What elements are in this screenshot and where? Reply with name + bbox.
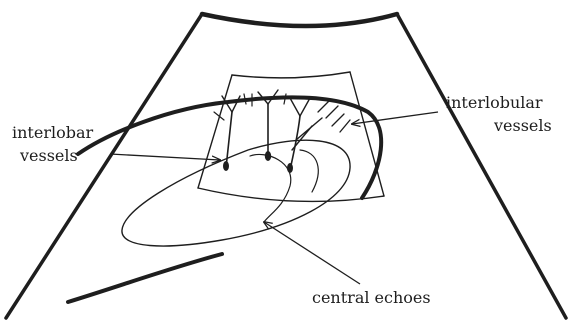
label-interlobar-line1: interlobar xyxy=(12,123,93,143)
vessel-spot xyxy=(265,151,271,161)
doppler-box-top xyxy=(232,72,350,78)
label-central-echoes: central echoes xyxy=(312,288,431,308)
sector-right-edge xyxy=(397,14,566,318)
doppler-box-bottom xyxy=(198,188,384,201)
vessel-branch xyxy=(232,96,240,112)
inner-arc-2 xyxy=(300,150,318,192)
kidney-outline-lower xyxy=(68,254,222,302)
inner-arc xyxy=(250,154,291,222)
sector-left-edge xyxy=(6,14,202,318)
leader-interlobar xyxy=(110,154,220,160)
vessel-branch xyxy=(326,106,338,118)
label-interlobular-line2: vessels xyxy=(494,116,552,136)
vessel-stem-1 xyxy=(226,112,232,168)
vessel-branch xyxy=(332,114,344,126)
leader-central-echoes xyxy=(264,222,360,284)
vessel-branch xyxy=(340,120,350,132)
vessel-branch xyxy=(290,98,300,116)
vessel-branch xyxy=(300,98,310,116)
vessel-spot xyxy=(223,161,229,171)
doppler-box-left xyxy=(198,75,232,188)
vessel-branch xyxy=(318,100,330,112)
sector-top-arc xyxy=(202,14,397,26)
kidney-outline xyxy=(78,97,381,198)
label-interlobar-line2: vessels xyxy=(20,146,78,166)
leader-interlobular xyxy=(352,112,438,124)
label-interlobular-line1: interlobular xyxy=(446,93,543,113)
vessel-spot xyxy=(287,163,293,173)
